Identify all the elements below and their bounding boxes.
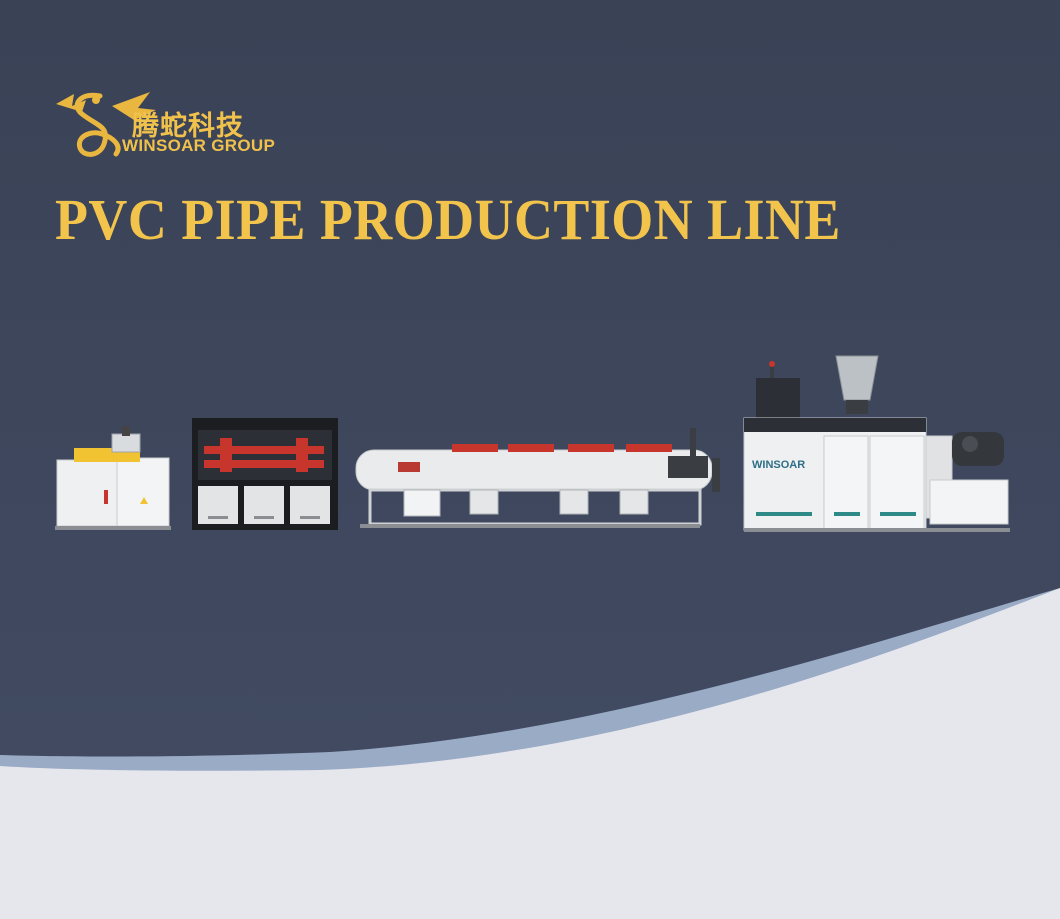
logo-english-text: WINSOAR GROUP	[122, 136, 276, 155]
dragon-logo-icon	[56, 92, 156, 157]
logo-chinese-text: 腾蛇科技	[132, 111, 244, 142]
page-title: PVC PIPE PRODUCTION LINE	[55, 187, 841, 252]
production-line-illustration: WINSOAR	[55, 355, 1010, 532]
haul-off-machine	[192, 418, 338, 530]
extruder-brand-text: WINSOAR	[752, 459, 805, 471]
vacuum-tank-machine	[355, 428, 720, 528]
cutter-machine	[55, 426, 171, 530]
dark-panel	[0, 0, 1060, 757]
extruder-machine	[743, 355, 1010, 532]
